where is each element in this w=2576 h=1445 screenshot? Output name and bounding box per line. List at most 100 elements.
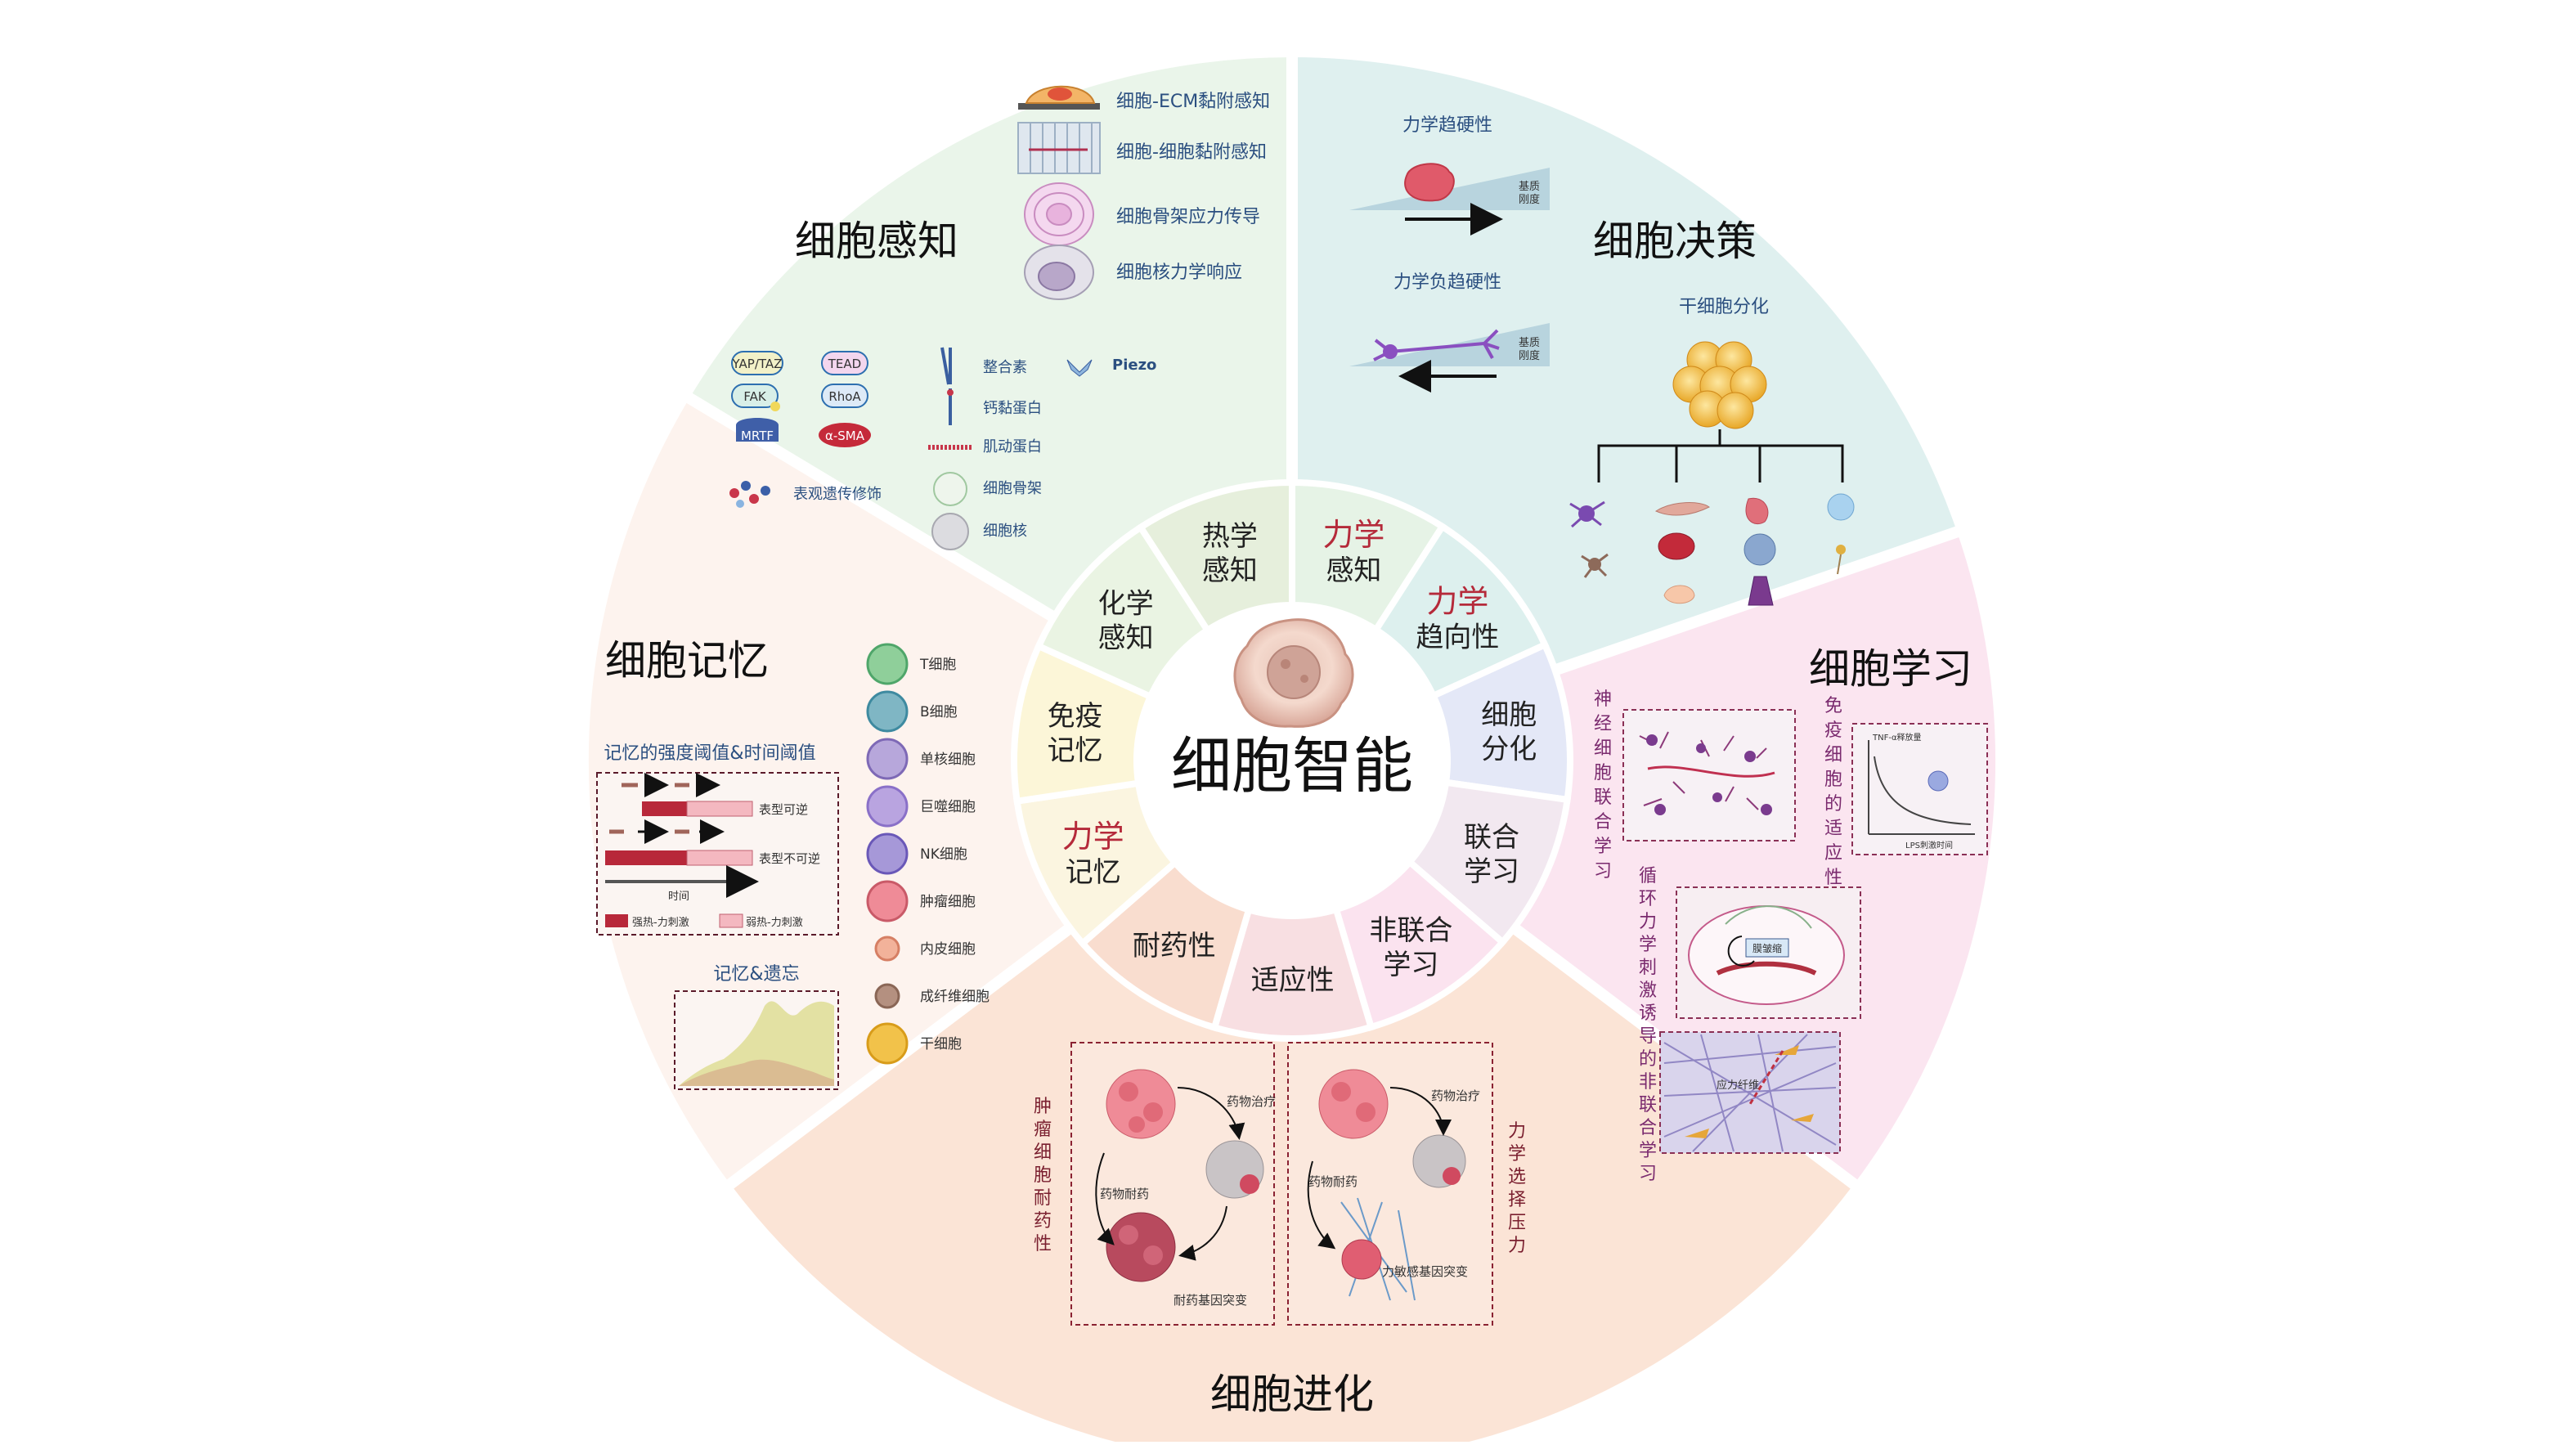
neural-label-char-1: 经 (1594, 714, 1612, 734)
epigenetic-icon (729, 481, 770, 508)
cyclic-label-char-5: 激 (1639, 981, 1657, 1001)
immune-label-char-7: 性 (1824, 868, 1842, 888)
legend-actin: 肌动蛋白 (983, 438, 1042, 455)
gray-cluster-icon (1205, 1140, 1264, 1199)
perception-item-2: 细胞-细胞黏附感知 (1116, 142, 1267, 163)
inner-ring: 力学感知力学趋向性细胞分化联合学习非联合学习适应性耐药性力学记忆免疫记忆化学感知… (1011, 478, 1573, 1042)
ring-label-4-line2: 学习 (1383, 949, 1438, 981)
neuron-soma-icon (1383, 344, 1398, 359)
cyclic-label-char-11: 合 (1639, 1118, 1657, 1138)
legend-piezo: Piezo (1112, 357, 1156, 374)
molecule-rhoa: RhoA (828, 389, 861, 404)
memory-cell-label-1: B细胞 (920, 704, 958, 720)
plot-y-label: TNF-α释放量 (1872, 732, 1922, 743)
neural-label-char-5: 合 (1594, 812, 1612, 832)
immune-label-char-3: 胞 (1824, 770, 1842, 790)
molecule-pills: YAP/TAZ TEAD FAK RhoA MRTF α-SMA (731, 351, 871, 447)
tumor-small-icon (1341, 1239, 1382, 1280)
ring-label-9-line2: 感知 (1098, 622, 1154, 654)
threshold-content: 表型可逆 表型不可逆 时间 强热-力刺激 弱热-力刺激 (605, 773, 820, 929)
evo-left-char-2: 细 (1034, 1142, 1052, 1163)
gray-cluster-2-icon (1412, 1134, 1466, 1188)
tumor-cluster-2-icon (1106, 1212, 1176, 1282)
memory-area (679, 1001, 834, 1086)
tumor-cluster-3-icon (1318, 1069, 1389, 1139)
evo-right-char-5: 力 (1508, 1236, 1526, 1256)
evo-right-char-0: 力 (1508, 1121, 1526, 1142)
immune-label-char-2: 细 (1824, 745, 1842, 765)
neural-label-char-3: 胞 (1594, 763, 1612, 783)
sector-learning (1292, 532, 1996, 1184)
evo-right-char-4: 压 (1508, 1213, 1526, 1233)
memory-cell-label-4: NK细胞 (920, 846, 967, 863)
memory-cell-label-6: 内皮细胞 (920, 941, 976, 958)
decision-panel: 力学趋硬性 基质 刚度 力学负趋硬性 基质 刚度 干细胞分化 (1349, 115, 1855, 606)
molecule-mrtf: MRTF (741, 429, 774, 443)
stem-cell-cluster-icon (1672, 341, 1767, 429)
strong-label: 强热-力刺激 (632, 917, 689, 929)
evo-right-char-1: 学 (1508, 1144, 1526, 1165)
ring-label-0-line1: 力学 (1322, 517, 1384, 553)
memory-cell-icon-1 (866, 690, 909, 733)
memory-cell-icon-5 (866, 880, 909, 922)
molecule-yaptaz: YAP/TAZ (732, 357, 783, 371)
memory-cell-label-7: 成纤维细胞 (920, 989, 990, 1005)
memory-cell-label-8: 干细胞 (920, 1036, 962, 1052)
memory-cell-label-2: 单核细胞 (920, 752, 976, 768)
ring-label-7-line2: 记忆 (1066, 856, 1121, 889)
evo-left-char-6: 性 (1034, 1234, 1052, 1254)
title-memory: 细胞记忆 (605, 637, 769, 684)
ring-label-6-line1: 耐药性 (1133, 930, 1216, 963)
neuron-diff-icon (1578, 505, 1595, 522)
epigenetic-label: 表观遗传修饰 (793, 486, 882, 503)
evo-left-char-5: 药 (1034, 1211, 1052, 1232)
ring-label-1-line1: 力学 (1426, 583, 1488, 619)
immune-label-char-1: 疫 (1824, 720, 1842, 741)
drug-resist-label-2: 药物耐药 (1308, 1174, 1358, 1189)
plot-x-label: LPS刺激时间 (1905, 840, 1953, 850)
immune-decay-curve (1874, 756, 1972, 825)
perception-panel: 细胞-ECM黏附感知 细胞-细胞黏附感知 细胞骨架应力传导 细胞核力学响应 (729, 85, 1270, 550)
cyclic-label-char-0: 循 (1639, 866, 1657, 886)
legend-integrin: 整合素 (983, 359, 1027, 376)
sperm-cell-icon (1836, 545, 1846, 554)
ring-label-2-line1: 细胞 (1481, 699, 1537, 732)
immune-label-char-4: 的 (1824, 794, 1842, 814)
neural-label-char-0: 神 (1594, 689, 1612, 710)
memory-cell-icon-8 (866, 1022, 909, 1065)
ring-label-4-line1: 非联合 (1369, 914, 1452, 947)
evo-right-char-3: 择 (1508, 1190, 1526, 1210)
differentiation-label: 干细胞分化 (1679, 297, 1769, 317)
cyclic-label-char-6: 诱 (1639, 1003, 1657, 1024)
immune-label-char-0: 免 (1824, 696, 1842, 716)
title-perception: 细胞感知 (795, 218, 958, 265)
ring-label-5-line1: 适应性 (1251, 964, 1335, 997)
legend-cytoskeleton: 细胞骨架 (983, 480, 1042, 497)
title-decision: 细胞决策 (1593, 218, 1757, 265)
threshold-title: 记忆的强度阈值&时间阈值 (604, 743, 815, 764)
cytoskeleton-icon (1024, 182, 1094, 246)
cyclic-label-char-9: 非 (1639, 1072, 1657, 1093)
neural-label-char-4: 联 (1594, 788, 1612, 808)
columnar-cell-icon (1748, 576, 1774, 606)
forget-title: 记忆&遗忘 (713, 964, 799, 985)
neuron-cell-icon (1373, 329, 1500, 361)
ring-label-7-line1: 力学 (1062, 819, 1124, 855)
cyclic-label-char-4: 刺 (1639, 958, 1657, 978)
cyclic-label-char-2: 力 (1639, 912, 1657, 932)
substrate-label-2: 基质 (1519, 337, 1540, 349)
time-label: 时间 (668, 891, 689, 903)
nucleus-mechanics-icon (1024, 245, 1094, 300)
memory-cell-icon-6 (874, 936, 900, 962)
mech-mutation-label: 力敏感基因突变 (1382, 1264, 1468, 1279)
perception-item-3: 细胞骨架应力传导 (1116, 207, 1260, 227)
perception-item-1: 细胞-ECM黏附感知 (1116, 92, 1270, 112)
